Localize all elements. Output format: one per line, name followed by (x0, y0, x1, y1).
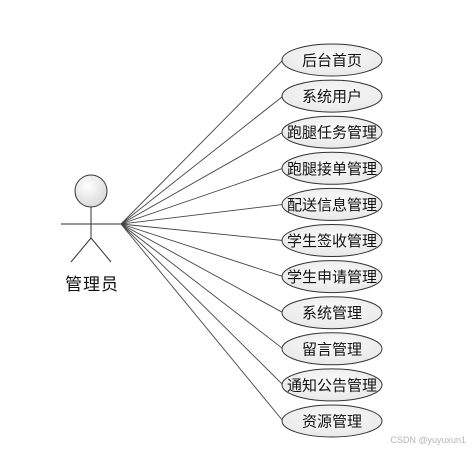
use-case-label: 通知公告管理 (287, 376, 377, 394)
use-case: 学生申请管理 (281, 260, 383, 294)
use-case-ellipse (281, 79, 383, 113)
association-line (120, 223, 284, 386)
use-case-label: 系统管理 (302, 304, 362, 322)
actor-label: 管理员 (65, 275, 119, 295)
use-case-ellipse (281, 151, 383, 185)
use-case: 系统管理 (281, 296, 383, 330)
use-case: 跑腿任务管理 (281, 115, 383, 149)
association-line (120, 223, 284, 314)
use-case-label: 资源管理 (302, 413, 362, 431)
use-case: 配送信息管理 (281, 187, 383, 221)
use-case-label: 配送信息管理 (287, 196, 377, 214)
use-case: 学生签收管理 (281, 224, 383, 257)
actor-figure (61, 174, 121, 263)
use-case-ellipse (281, 224, 383, 257)
association-line (120, 223, 284, 422)
association-lines (120, 59, 284, 422)
use-case-ellipse (281, 404, 383, 438)
use-case-ellipse (281, 43, 383, 77)
use-case-label: 学生申请管理 (287, 268, 377, 286)
use-case-label: 留言管理 (302, 340, 362, 358)
use-case-label: 跑腿任务管理 (287, 124, 377, 142)
watermark: CSDN @yuyuxun1 (390, 435, 466, 445)
use-case: 通知公告管理 (281, 368, 383, 402)
actor-head (74, 174, 108, 208)
use-case-ellipse (281, 187, 383, 221)
use-case-ellipse (281, 115, 383, 149)
association-line (120, 95, 284, 225)
use-case-label: 后台首页 (302, 52, 362, 70)
association-line (120, 167, 284, 225)
use-case-ellipse (281, 296, 383, 330)
use-case-ellipse (281, 332, 383, 366)
use-case: 资源管理 (281, 404, 383, 438)
association-line (120, 223, 284, 241)
actor-right-leg (90, 237, 112, 263)
use-case: 系统用户 (281, 79, 383, 113)
actor-left-leg (70, 237, 92, 263)
use-case: 后台首页 (281, 43, 383, 77)
use-case-ellipse (281, 368, 383, 402)
use-case-ellipse (281, 260, 383, 294)
use-case-label: 跑腿接单管理 (287, 160, 377, 178)
association-line (120, 223, 284, 350)
use-case-label: 系统用户 (302, 88, 362, 106)
use-case-label: 学生签收管理 (287, 232, 377, 250)
association-line (120, 203, 284, 225)
use-case: 跑腿接单管理 (281, 151, 383, 185)
use-case: 留言管理 (281, 332, 383, 366)
use-case-group: 后台首页系统用户跑腿任务管理跑腿接单管理配送信息管理学生签收管理学生申请管理系统… (281, 43, 383, 438)
association-line (120, 223, 284, 278)
association-line (120, 131, 284, 225)
association-line (120, 59, 284, 225)
